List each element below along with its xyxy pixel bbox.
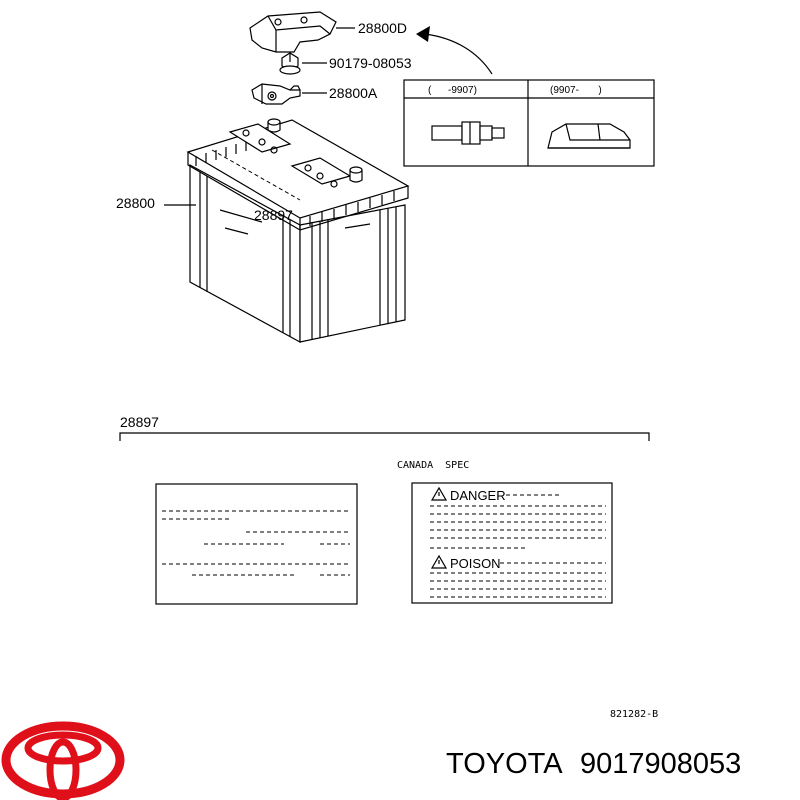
warning-label-left [155, 483, 358, 605]
bolt-drawing [279, 52, 301, 75]
danger-heading: DANGER [450, 488, 506, 503]
battery-drawing [186, 118, 410, 344]
poison-heading: POISON [450, 556, 501, 571]
variant-inset: ( -9907) (9907- ) [403, 79, 655, 167]
toyota-logo [1, 721, 125, 800]
label-section-part-no: 28897 [120, 414, 159, 430]
warning-label-right: DANGER POISON [411, 482, 613, 604]
terminal-clamp-drawing [251, 83, 301, 105]
terminal-cover-drawing [249, 11, 337, 53]
old-clamp-drawing [431, 121, 505, 145]
canada-spec-heading: CANADA SPEC [397, 460, 469, 471]
figure-code: 821282-B [610, 709, 658, 720]
bracket-line [119, 432, 650, 441]
brand-part-number: 9017908053 [580, 748, 741, 780]
callout-clamp: 28800A [329, 85, 378, 101]
warning-triangle-icon [430, 554, 448, 569]
inset-right-header: (9907- ) [550, 85, 602, 96]
callout-battery: 28800 [116, 195, 155, 211]
inset-left-header: ( -9907) [428, 85, 477, 96]
pointer-arrow [424, 33, 493, 75]
warning-triangle-icon [430, 486, 448, 501]
brand-name: TOYOTA [446, 748, 563, 780]
callout-bolt: 90179-08053 [329, 55, 412, 71]
callout-cover: 28800D [358, 20, 407, 36]
new-cover-drawing [547, 123, 631, 149]
callout-label-on-battery: 28897 [254, 207, 293, 223]
